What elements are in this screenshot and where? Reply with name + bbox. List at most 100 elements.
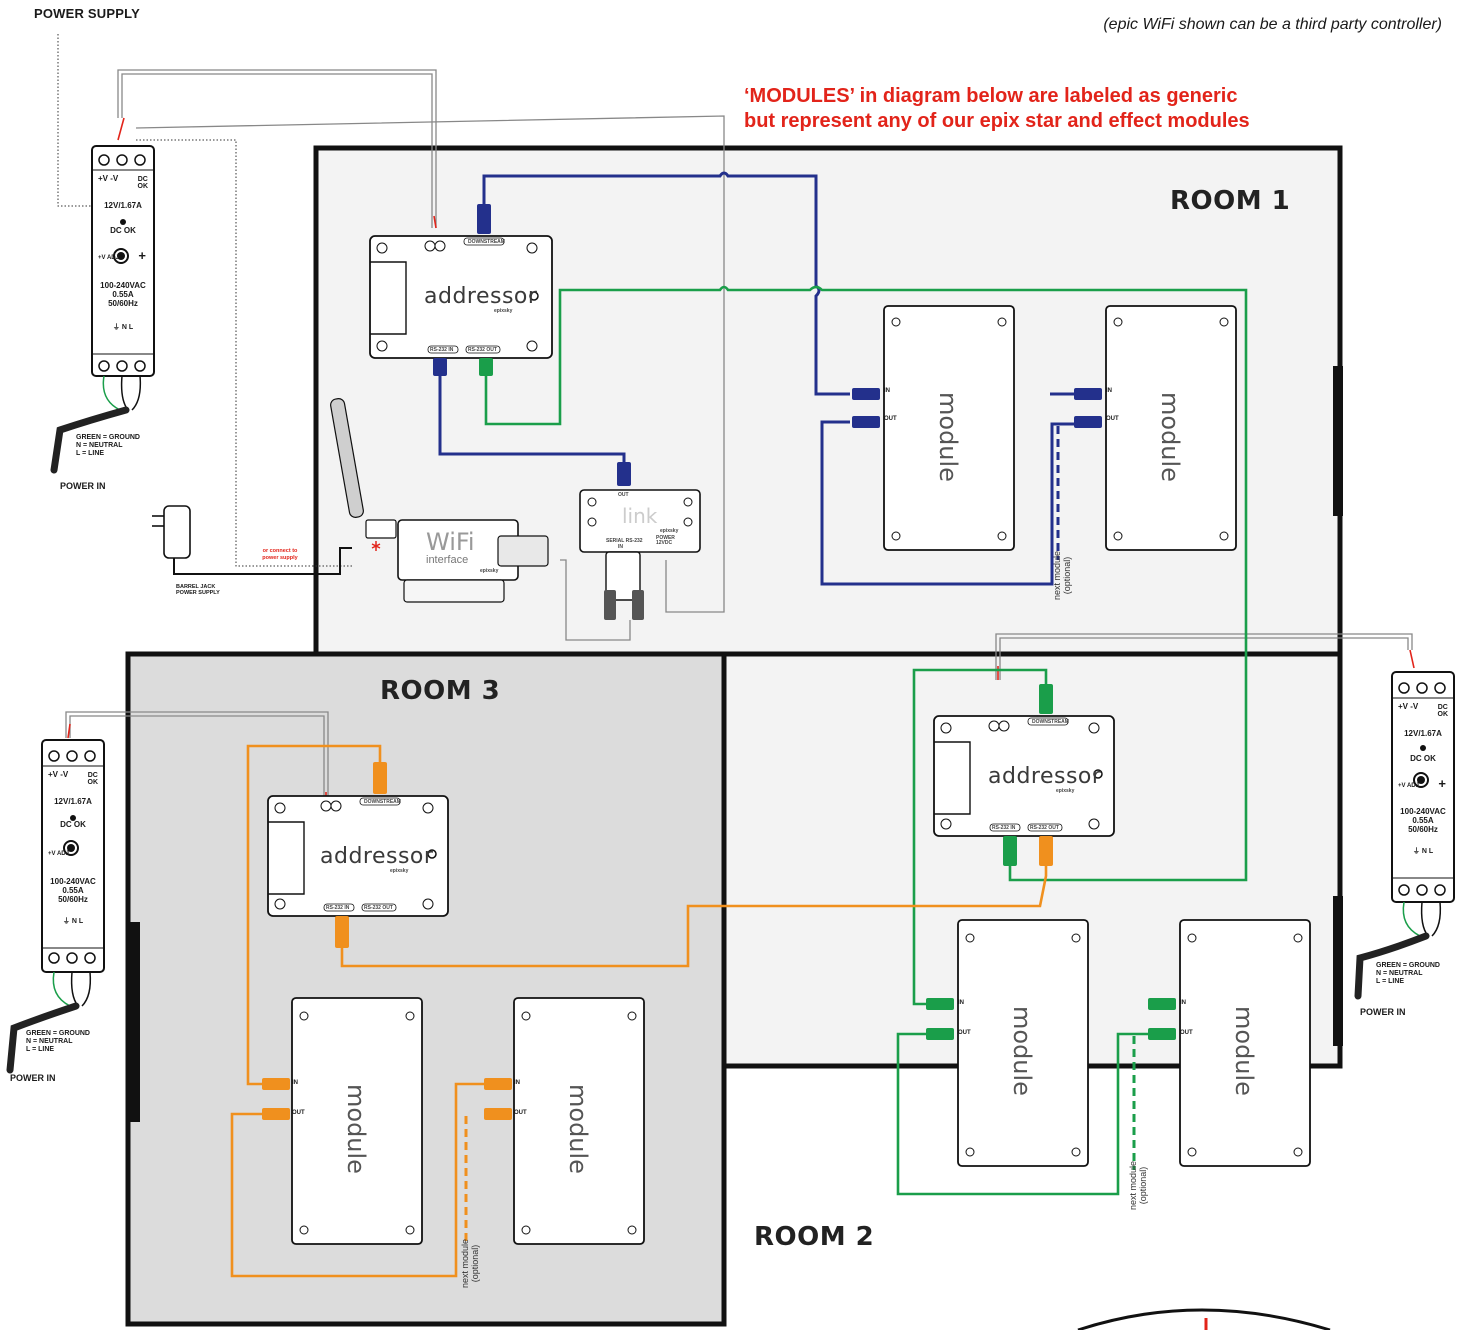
- psu3-terminals-bottom: ⏚ N L: [62, 918, 84, 925]
- psu2-terminals-top: +V -V: [1398, 702, 1419, 711]
- power-in-1: POWER IN: [60, 481, 106, 491]
- module-5-in: IN: [292, 1080, 298, 1086]
- addressor-1-logo: addressor: [424, 284, 538, 309]
- addressor-3-rs232-out: RS-232 OUT: [364, 905, 393, 911]
- addressor-3-brand: epixsky: [390, 868, 409, 874]
- module-4-in: IN: [1180, 1000, 1186, 1006]
- addressor-3-body: [267, 795, 449, 917]
- psu2-input: 100-240VAC 0.55A 50/60Hz: [1400, 807, 1446, 834]
- module-2-in: IN: [1106, 388, 1112, 394]
- power-supply-label: POWER SUPPLY: [34, 6, 140, 21]
- module-6-in: IN: [514, 1080, 520, 1086]
- psu2-dc-ok-corner: DC OK: [1437, 704, 1449, 718]
- link-body: [579, 489, 701, 620]
- module-4-logo: module: [1230, 1006, 1258, 1096]
- link-in-label: IN: [618, 544, 623, 550]
- link-serial-label: SERIAL RS-232: [606, 538, 643, 544]
- psu1-rating: 12V/1.67A: [104, 201, 142, 210]
- door-room1: [1333, 366, 1343, 516]
- wifi-logo: WiFi: [426, 528, 475, 556]
- module-3-logo: module: [1008, 1006, 1036, 1096]
- power-supply-1: [91, 145, 155, 377]
- addressor-2-logo: addressor: [988, 764, 1102, 789]
- power-in-2: POWER IN: [1360, 1007, 1406, 1017]
- power-in-3: POWER IN: [10, 1073, 56, 1083]
- psu2-terminals-bottom: ⏚ N L: [1412, 848, 1434, 855]
- psu2-adj: +V ADJ: [1398, 783, 1419, 789]
- wifi-interface-body: [330, 398, 549, 603]
- addressor-3-logo: addressor: [320, 844, 434, 869]
- room1-label: ROOM 1: [1170, 186, 1291, 216]
- psu1-terminals-bottom: ⏚ N L: [112, 324, 134, 331]
- psu1-dc-ok-corner: DC OK: [137, 176, 149, 190]
- modules-note-line1: ‘MODULES’ in diagram below are labeled a…: [744, 85, 1238, 107]
- module-3-in: IN: [958, 1000, 964, 1006]
- controller-note: (epic WiFi shown can be a third party co…: [1103, 16, 1442, 33]
- psu2-labels: +V -V DC OK 12V/1.67A DC OK + +V ADJ 100…: [1394, 702, 1452, 856]
- wifi-subtitle: interface: [426, 554, 469, 566]
- addressor-2-brand: epixsky: [1056, 788, 1075, 794]
- link-out-label: OUT: [618, 492, 629, 498]
- mains-legend-3: GREEN = GROUND N = NEUTRAL L = LINE: [26, 1030, 90, 1053]
- psu2-plus: +: [1438, 776, 1446, 791]
- module-1-logo: module: [934, 392, 962, 482]
- module-2-out: OUT: [1106, 416, 1119, 422]
- addressor-2-downstream: DOWNSTREAM: [1032, 719, 1069, 725]
- room2-label: ROOM 2: [754, 1222, 875, 1252]
- psu1-plus: +: [138, 248, 146, 263]
- psu3-dc-ok: DC OK: [60, 820, 86, 829]
- psu1-dc-ok: DC OK: [110, 226, 136, 235]
- psu1-adj: +V ADJ: [98, 255, 119, 261]
- door-room2: [1333, 896, 1343, 1046]
- room3-label: ROOM 3: [380, 676, 501, 706]
- psu2-rating: 12V/1.67A: [1404, 729, 1442, 738]
- power-supply-2: [1391, 671, 1455, 903]
- wifi-brand: epixsky: [480, 568, 499, 574]
- connectors: [335, 204, 1053, 948]
- power-supply-3: [41, 739, 105, 973]
- psu2-dc-ok: DC OK: [1410, 754, 1436, 763]
- addressor-1-brand: epixsky: [494, 308, 513, 314]
- module-1-in: IN: [884, 388, 890, 394]
- module-2-logo: module: [1156, 392, 1184, 482]
- next-module-label-2: next module (optional): [1128, 1160, 1148, 1210]
- addressor-1-rs232-out: RS-232 OUT: [468, 347, 497, 353]
- next-module-label-3: next module (optional): [460, 1238, 480, 1288]
- psu3-rating: 12V/1.67A: [54, 797, 92, 806]
- psu1-terminals-top: +V -V: [98, 174, 119, 183]
- module-screws: [299, 317, 1303, 1235]
- addressor-2-rs232-out: RS-232 OUT: [1030, 825, 1059, 831]
- module-3-out: OUT: [958, 1030, 971, 1036]
- barrel-jack-adapter: [152, 505, 352, 575]
- psu3-labels: +V -V DC OK 12V/1.67A DC OK +V ADJ 100-2…: [44, 770, 102, 926]
- link-logo: link: [622, 504, 658, 528]
- psu1-input: 100-240VAC 0.55A 50/60Hz: [100, 281, 146, 308]
- or-connect-label: or connect to power supply: [262, 548, 298, 561]
- addressor-1-body: [369, 235, 553, 359]
- module-bodies: [291, 305, 1311, 1245]
- addressor-1-rs232-in: RS-232 IN: [430, 347, 454, 353]
- psu3-input: 100-240VAC 0.55A 50/60Hz: [50, 877, 96, 904]
- psu1-labels: +V -V DC OK 12V/1.67A DC OK + +V ADJ 100…: [94, 174, 152, 332]
- decorative-arc: [1077, 1308, 1331, 1330]
- module-plugs: [262, 388, 1176, 1120]
- link-brand: epixsky: [660, 528, 679, 534]
- modules-note: ‘MODULES’ in diagram below are labeled a…: [744, 84, 1364, 134]
- module-6-out: OUT: [514, 1110, 527, 1116]
- module-5-out: OUT: [292, 1110, 305, 1116]
- door-room3: [130, 922, 140, 1122]
- module-4-out: OUT: [1180, 1030, 1193, 1036]
- mains-legend-1: GREEN = GROUND N = NEUTRAL L = LINE: [76, 434, 140, 457]
- addressor-2-rs232-in: RS-232 IN: [992, 825, 1016, 831]
- psu3-terminals-top: +V -V: [48, 770, 69, 779]
- mains-legend-2: GREEN = GROUND N = NEUTRAL L = LINE: [1376, 962, 1440, 985]
- modules-note-line2: but represent any of our epix star and e…: [744, 110, 1250, 132]
- module-5-logo: module: [342, 1084, 370, 1174]
- addressor-3-rs232-in: RS-232 IN: [326, 905, 350, 911]
- addressor-2-body: [933, 715, 1115, 837]
- psu3-dc-ok-corner: DC OK: [87, 772, 99, 786]
- link-power-label: POWER 12VDC: [656, 535, 675, 546]
- module-1-out: OUT: [884, 416, 897, 422]
- addressor-1-downstream: DOWNSTREAM: [468, 239, 505, 245]
